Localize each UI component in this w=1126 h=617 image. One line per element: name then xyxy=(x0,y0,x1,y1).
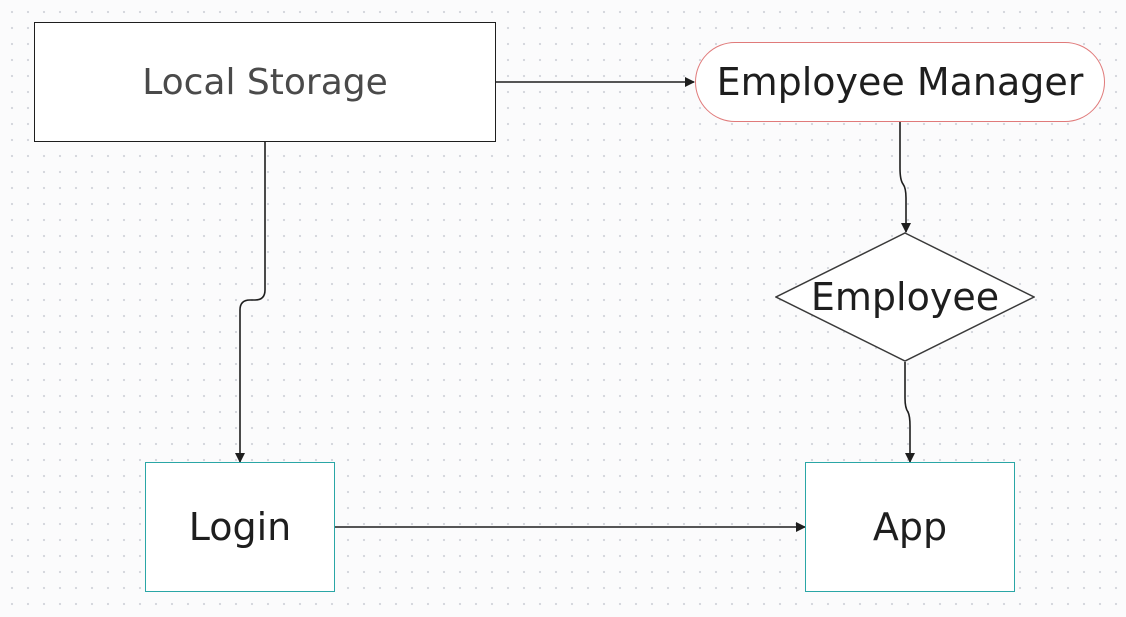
node-employee-manager-label: Employee Manager xyxy=(716,60,1084,104)
node-local-storage-label: Local Storage xyxy=(142,61,388,103)
node-app[interactable]: App xyxy=(805,462,1015,592)
node-login-label: Login xyxy=(188,505,292,549)
connector-employee-manager-to-employee xyxy=(899,122,911,233)
node-employee-decision[interactable]: Employee xyxy=(775,232,1035,362)
node-login[interactable]: Login xyxy=(145,462,335,592)
diamond-shape xyxy=(775,232,1035,362)
node-app-label: App xyxy=(872,505,948,549)
connector-local-storage-to-login xyxy=(235,142,266,463)
connector-employee-to-app xyxy=(904,362,915,463)
node-local-storage[interactable]: Local Storage xyxy=(34,22,496,142)
node-employee-manager[interactable]: Employee Manager xyxy=(695,42,1105,122)
node-employee-label: Employee xyxy=(810,275,1000,319)
